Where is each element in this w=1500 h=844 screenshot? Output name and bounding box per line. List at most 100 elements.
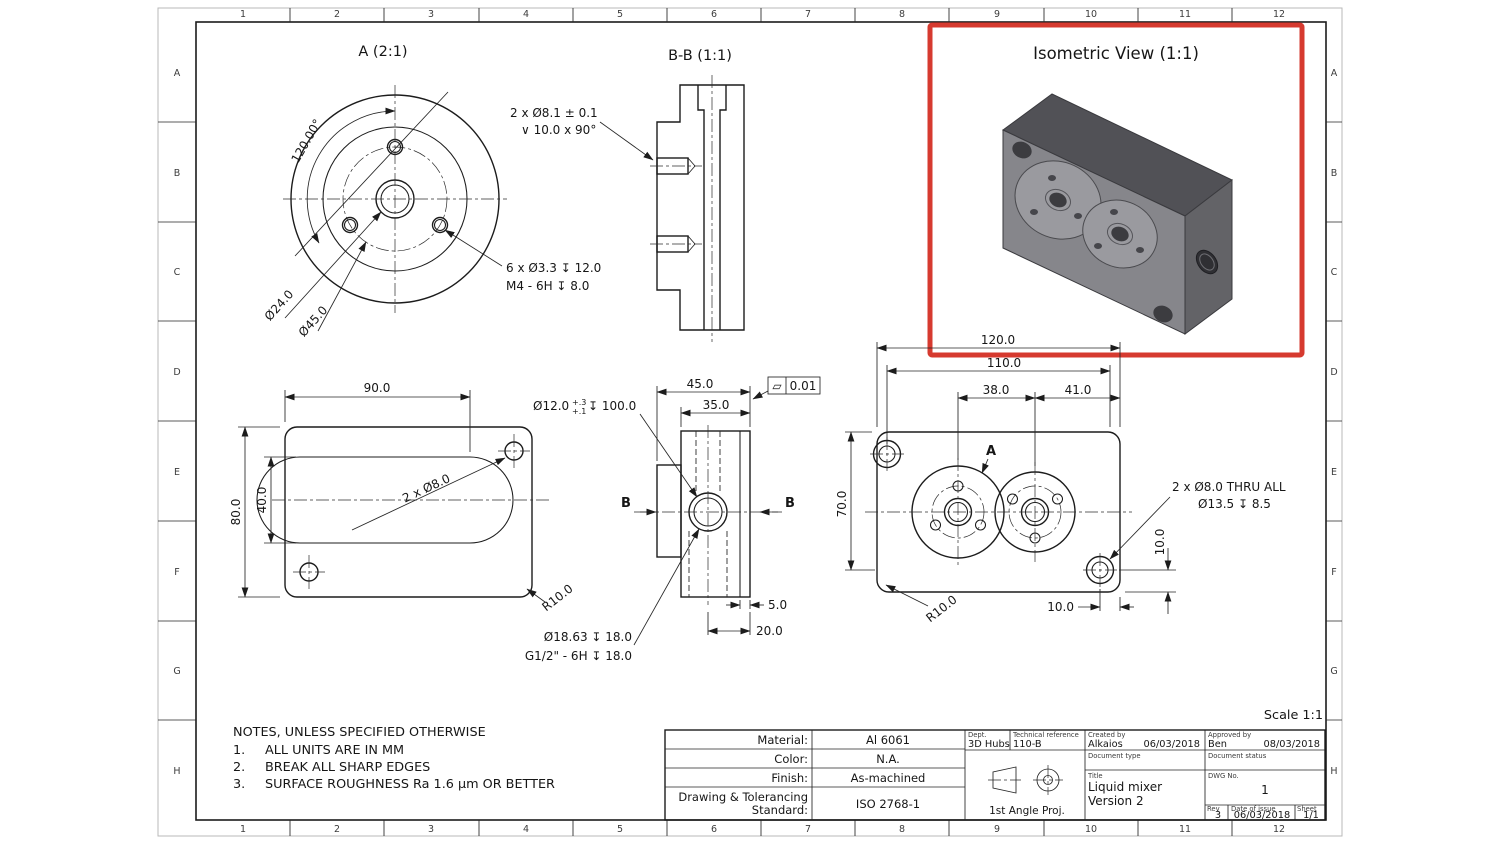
dim-edge-h: 10.0 xyxy=(1047,600,1074,614)
tap-hole xyxy=(974,519,987,531)
zone-label: F xyxy=(1331,567,1336,578)
hole-callout-line2: Ø13.5 ↧ 8.5 xyxy=(1198,497,1271,511)
port-callout-line1: Ø18.63 ↧ 18.0 xyxy=(544,630,632,644)
centerlines xyxy=(650,75,713,342)
zone-ruler-bottom: 1 2 3 4 5 6 7 8 9 10 11 12 xyxy=(240,824,1285,835)
dim-centers: 38.0 xyxy=(983,383,1010,397)
hole-callout-leader xyxy=(1109,496,1171,560)
countersink-chamfers xyxy=(687,157,696,253)
port-callout-line2: G1/2" - 6H ↧ 18.0 xyxy=(525,649,632,663)
boss-left-hole xyxy=(1048,175,1056,181)
isometric-render xyxy=(1002,93,1233,335)
zone-label: 12 xyxy=(1273,9,1285,20)
projection-circle-inner-icon xyxy=(1043,775,1053,785)
zone-label: 8 xyxy=(899,824,905,835)
outer-border xyxy=(157,7,1343,837)
hole-callout-leader xyxy=(444,229,503,267)
dim-edge-v: 10.0 xyxy=(1153,529,1167,556)
centerlines xyxy=(272,434,552,589)
title-block-frame xyxy=(664,729,1326,821)
note-text: BREAK ALL SHARP EDGES xyxy=(265,760,430,775)
zone-label: 5 xyxy=(617,824,623,835)
ext-lines-edge-v xyxy=(1119,569,1176,593)
techref-label: Technical reference xyxy=(1012,731,1079,739)
boss-right-hole xyxy=(1136,247,1144,253)
zone-label: 9 xyxy=(994,9,1000,20)
zone-label: 2 xyxy=(334,824,340,835)
hole-callout-leader xyxy=(351,457,506,531)
created-name: Alkaios xyxy=(1088,739,1123,750)
dept-label: Dept. xyxy=(968,731,987,739)
hidden-bores xyxy=(688,431,728,597)
dim-right-bore: 41.0 xyxy=(1065,383,1092,397)
zone-label: 5 xyxy=(617,9,623,20)
title-block-verticals xyxy=(811,730,1206,820)
projection-symbol xyxy=(988,765,1063,795)
notes-block: NOTES, UNLESS SPECIFIED OTHERWISE 1. ALL… xyxy=(233,725,555,792)
right-table-lines xyxy=(1085,749,1325,820)
material-label: Material: xyxy=(757,733,808,747)
zone-label: F xyxy=(174,567,179,578)
zone-label: C xyxy=(174,267,181,278)
centerlines xyxy=(865,437,1132,587)
zone-label: 7 xyxy=(805,9,811,20)
dia-bolt-leader xyxy=(317,241,367,332)
zone-label: 2 xyxy=(334,9,340,20)
projection-circle-icon xyxy=(1036,768,1060,792)
sheet-label: Sheet xyxy=(1297,805,1317,813)
flatness-value: 0.01 xyxy=(790,379,817,393)
drawing-title-line2: Version 2 xyxy=(1088,794,1144,808)
bore-leader xyxy=(639,413,698,498)
section-label-right: B xyxy=(785,496,795,511)
zone-label: G xyxy=(173,666,180,677)
inner-frame xyxy=(195,21,1327,821)
boss-right-hole xyxy=(1110,209,1118,215)
ext-lines-centers xyxy=(957,392,1036,466)
note-number: 2. xyxy=(233,760,245,775)
zone-label: G xyxy=(1330,666,1337,677)
front-view: 2 x Ø8.0 90.0 80.0 40.0 R10.0 xyxy=(229,381,576,614)
zone-label: A xyxy=(174,68,181,79)
zone-label: 3 xyxy=(428,824,434,835)
scale-note: Scale 1:1 xyxy=(1264,708,1323,723)
angle-dimension: 120.00° xyxy=(288,117,324,166)
bore-tol-upper: +.3 xyxy=(572,398,586,407)
projection-label: 1st Angle Proj. xyxy=(989,805,1065,817)
zone-label: 10 xyxy=(1085,824,1097,835)
zone-label: D xyxy=(1330,367,1337,378)
zone-label: 9 xyxy=(994,824,1000,835)
zone-label: 3 xyxy=(428,9,434,20)
chamber-projection xyxy=(256,456,514,544)
zone-label: B xyxy=(174,168,181,179)
zone-label: 4 xyxy=(523,9,529,20)
side-view: B B 45.0 35.0 Ø12.0 +.3 +.1 ↧ 100.0 ▱ 0.… xyxy=(525,376,821,663)
dim-port: 20.0 xyxy=(756,624,783,638)
tap-hole xyxy=(929,519,942,531)
isometric-view: Isometric View (1:1) xyxy=(927,22,1305,358)
zone-label: D xyxy=(173,367,180,378)
boss-left-ring xyxy=(1044,188,1072,212)
fillet-dim: R10.0 xyxy=(539,582,575,615)
rev-label: Rev xyxy=(1207,805,1220,813)
standard-label-line2: Standard: xyxy=(752,803,808,817)
flatness-frame xyxy=(767,376,821,395)
color-value: N.A. xyxy=(876,752,900,766)
zone-label: H xyxy=(173,766,180,777)
dwg-value: 1 xyxy=(1261,783,1269,797)
zone-label: 6 xyxy=(711,824,717,835)
zone-label: 10 xyxy=(1085,9,1097,20)
zone-label: B xyxy=(1331,168,1338,179)
finish-label: Finish: xyxy=(771,771,808,785)
ext-lines-height xyxy=(845,431,875,571)
ext-lines-width xyxy=(284,390,471,452)
ext-lines-step xyxy=(739,600,751,609)
techref-value: 110-B xyxy=(1013,739,1042,750)
issue-label: Date of issue xyxy=(1231,805,1276,813)
dim-body: 35.0 xyxy=(703,398,730,412)
port-leader xyxy=(633,528,700,646)
dim-overall: 45.0 xyxy=(687,377,714,391)
boss-left-hole xyxy=(1074,213,1082,219)
zone-ruler-right: A B C D E F G H xyxy=(1330,68,1337,777)
